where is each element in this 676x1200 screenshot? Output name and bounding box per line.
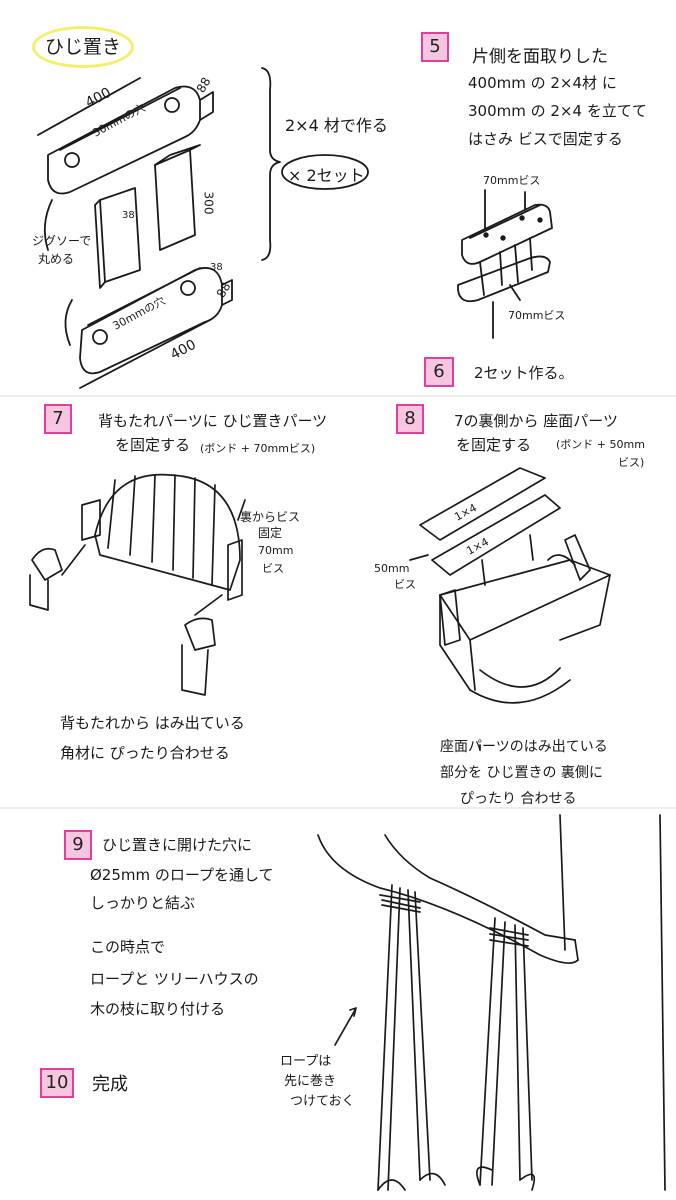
step7-side-note3: 70mm [258, 544, 293, 557]
armrest-title: ひじ置き [45, 32, 121, 59]
step7-note: (ボンド + 70mmビス) [200, 440, 315, 456]
step6-badge: 6 [424, 357, 454, 387]
step8-note2: ビス) [618, 454, 644, 470]
step9-line2: Ø25mm のロープを通して [90, 864, 274, 885]
rope-note3: つけておく [290, 1090, 355, 1109]
dim-side1: 38 [122, 210, 135, 221]
step7-sketch [30, 475, 245, 695]
step8-sketch [410, 468, 610, 750]
step10-badge: 10 [40, 1068, 74, 1098]
step8-note1: (ボンド + 50mm [556, 436, 645, 452]
step9-badge: 9 [64, 830, 92, 860]
step8-line2: を固定する [456, 434, 531, 455]
step9-line5: ロープと ツリーハウスの [90, 968, 259, 989]
step8-line1: 7の裏側から 座面パーツ [454, 410, 618, 431]
step5-badge: 5 [421, 32, 449, 62]
step8-bottom3: ぴったり 合わせる [460, 788, 576, 808]
step10-text: 完成 [92, 1070, 128, 1096]
times-text: × 2セット [288, 162, 365, 186]
rope-note1: ロープは [280, 1050, 331, 1069]
step9-line1: ひじ置きに開けた穴に [102, 834, 252, 855]
step7-line1: 背もたれパーツに ひじ置きパーツ [98, 410, 327, 431]
step7-bottom1: 背もたれから はみ出ている [60, 712, 245, 733]
step7-bottom2: 角材に ぴったり合わせる [60, 742, 230, 763]
step7-side-note4: ビス [262, 560, 284, 576]
step7-side-note2: 固定 [258, 524, 282, 541]
step6-text: 2セット作る。 [474, 362, 574, 383]
rope-note2: 先に巻き [284, 1070, 336, 1089]
step5-screw-top: 70mmビス [483, 172, 540, 188]
step5-line2: 400mm の 2×4材 に [468, 72, 617, 93]
step5-screw-bottom: 70mmビス [508, 307, 565, 323]
step7-line2: を固定する [115, 434, 190, 455]
step8-badge: 8 [396, 404, 424, 434]
made-from-text: 2×4 材で作る [285, 112, 388, 136]
jigsaw-line2: 丸める [38, 250, 74, 267]
jigsaw-line1: ジグソーで [32, 232, 91, 249]
step7-badge: 7 [44, 404, 72, 434]
step5-line3: 300mm の 2×4 を立てて [468, 100, 647, 121]
step9-line6: 木の枝に取り付ける [90, 998, 225, 1019]
dim-side2: 38 [210, 262, 223, 273]
step9-sketch [318, 815, 665, 1190]
step5-line4: はさみ ビスで固定する [468, 128, 623, 149]
step8-screw2: ビス [394, 576, 416, 592]
step8-bottom1: 座面パーツのはみ出ている [440, 736, 608, 756]
step8-bottom2: 部分を ひじ置きの 裏側に [440, 762, 603, 782]
step7-side-note1: 裏からビス [240, 508, 300, 525]
step9-line3: しっかりと結ぶ [90, 892, 195, 913]
step9-line4: この時点で [90, 936, 165, 957]
step5-line1: 片側を面取りした [472, 42, 608, 67]
dim-h1: 300 [201, 192, 215, 215]
step8-screw1: 50mm [374, 562, 409, 575]
